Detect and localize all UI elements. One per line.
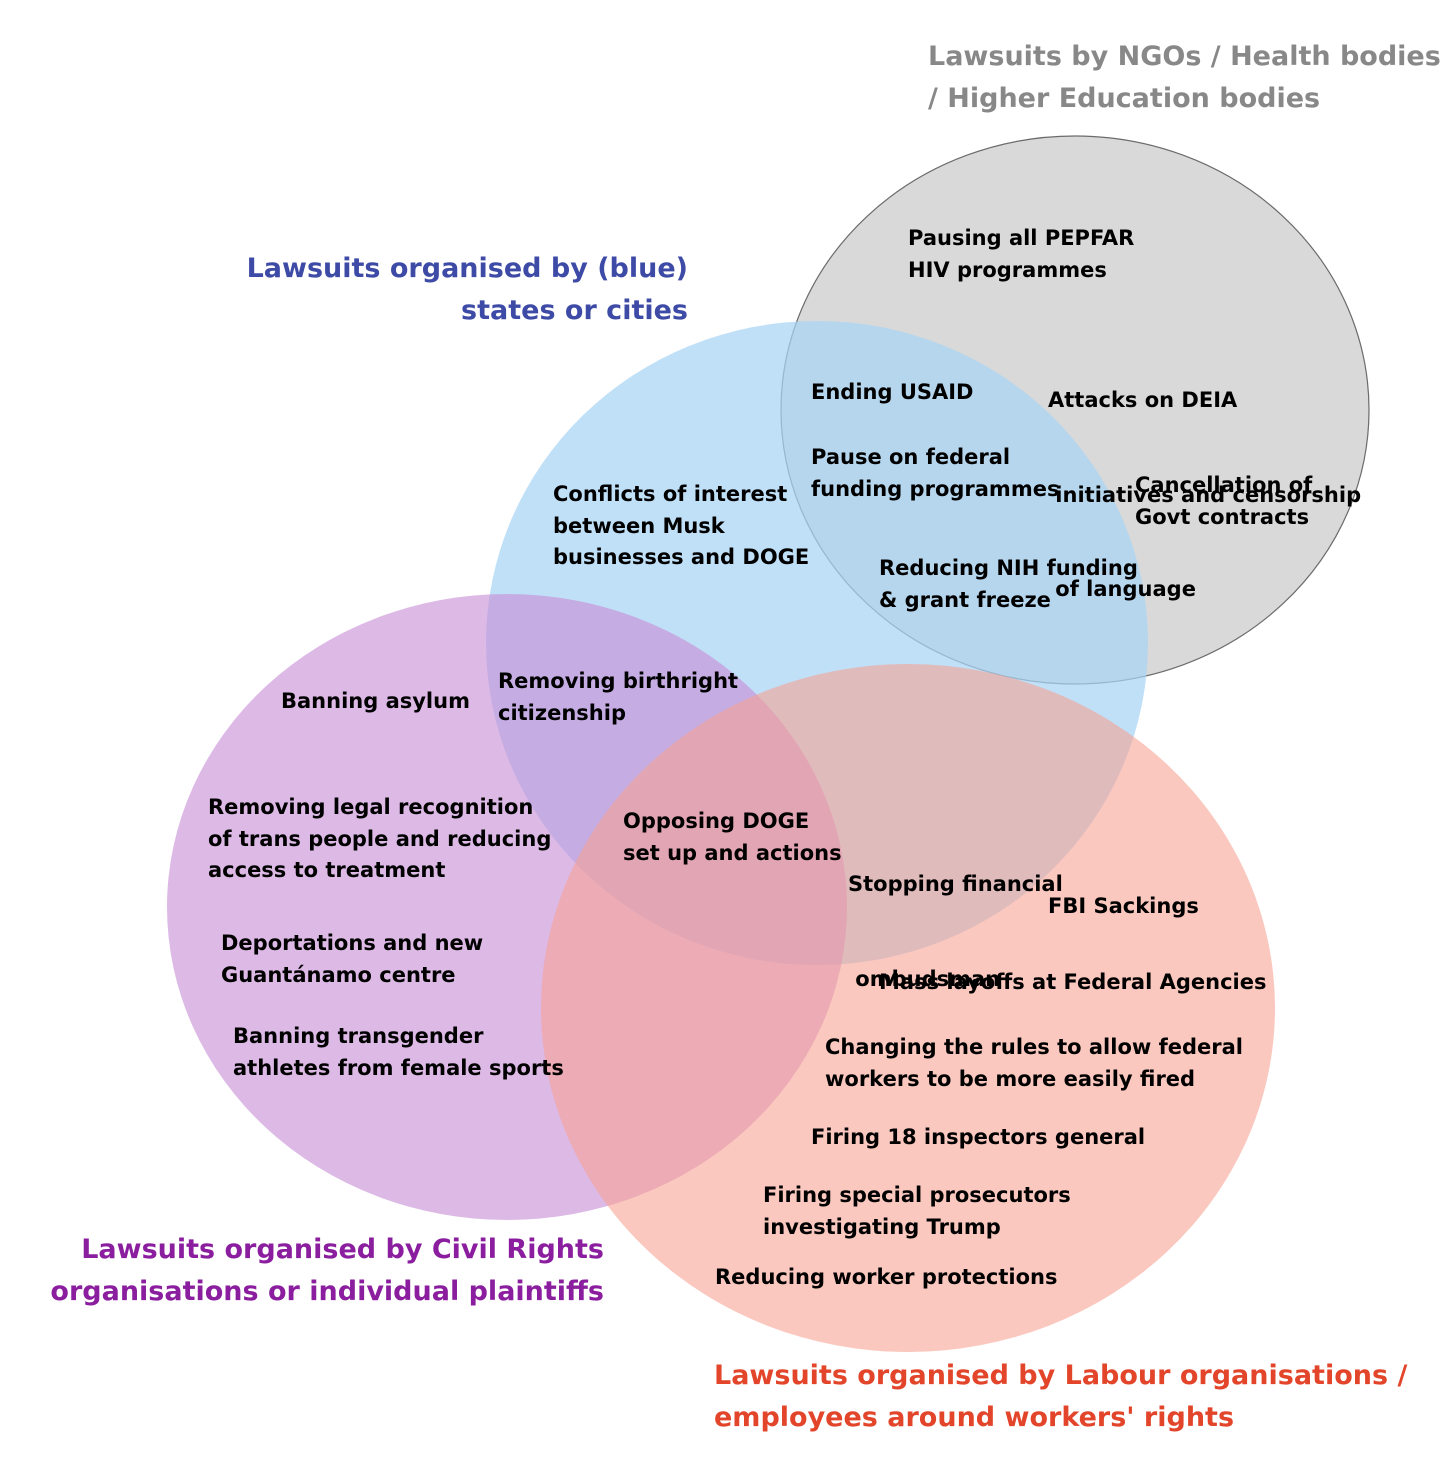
item-line: investigating Trump	[763, 1214, 1001, 1239]
ngo-set-title: Lawsuits by NGOs / Health bodies / Highe…	[928, 36, 1441, 120]
item-pepfar: Pausing all PEPFAR HIV programmes	[908, 223, 1134, 286]
item-line: Ending USAID	[811, 380, 974, 404]
item-line: Pausing all PEPFAR	[908, 226, 1135, 250]
labour-circle	[541, 664, 1275, 1352]
states-title-line: states or cities	[461, 295, 688, 326]
civil-rights-set-title: Lawsuits organised by Civil Rights organ…	[50, 1229, 604, 1313]
item-ombudsman: Stopping financial ombudsman	[848, 806, 1063, 1058]
item-line: HIV programmes	[908, 257, 1107, 282]
item-line: Banning transgender	[233, 1024, 484, 1048]
item-birthright: Removing birthright citizenship	[498, 666, 738, 729]
item-line: Firing 18 inspectors general	[811, 1125, 1146, 1149]
item-line: Stopping financial	[848, 872, 1063, 896]
item-worker-protections: Reducing worker protections	[715, 1262, 1058, 1294]
item-line: Removing birthright	[498, 669, 739, 693]
ngo-title-line: / Higher Education bodies	[928, 83, 1321, 114]
item-line: Govt contracts	[1135, 504, 1310, 529]
item-line: access to treatment	[208, 858, 446, 882]
item-inspectors-general: Firing 18 inspectors general	[811, 1122, 1145, 1154]
item-deportations: Deportations and new Guantánamo centre	[221, 928, 483, 991]
item-line: Mass layoffs at Federal Agencies	[879, 970, 1267, 994]
item-line: of trans people and reducing	[208, 826, 552, 851]
item-line: workers to be more easily fired	[825, 1066, 1196, 1091]
item-federal-funding: Pause on federal funding programmes	[811, 442, 1059, 505]
item-line: Attacks on DEIA	[1048, 388, 1238, 412]
labour-title-line: employees around workers' rights	[714, 1402, 1235, 1433]
item-line: Pause on federal	[811, 445, 1011, 469]
item-line: Removing legal recognition	[208, 795, 534, 819]
item-line: citizenship	[498, 700, 626, 725]
item-special-prosecutors: Firing special prosecutors investigating…	[763, 1180, 1071, 1243]
item-line: set up and actions	[623, 840, 842, 865]
item-line: of language	[1048, 577, 1196, 601]
item-line: Guantánamo centre	[221, 962, 456, 987]
labour-set-title: Lawsuits organised by Labour organisatio…	[714, 1355, 1407, 1439]
item-fired-rules: Changing the rules to allow federal work…	[825, 1032, 1243, 1095]
item-doge: Opposing DOGE set up and actions	[623, 806, 842, 869]
ngo-title-line: Lawsuits by NGOs / Health bodies	[928, 41, 1441, 72]
item-line: Firing special prosecutors	[763, 1183, 1071, 1207]
item-line: funding programmes	[811, 476, 1060, 501]
item-nih: Reducing NIH funding & grant freeze	[879, 553, 1138, 616]
item-line: initiatives and censorship	[1048, 482, 1362, 507]
item-line: Reducing NIH funding	[879, 556, 1138, 580]
item-line: athletes from female sports	[233, 1055, 564, 1080]
item-mass-layoffs: Mass layoffs at Federal Agencies	[879, 967, 1266, 999]
item-line: Changing the rules to allow federal	[825, 1035, 1243, 1059]
item-deia: Attacks on DEIA initiatives and censorsh…	[1048, 322, 1361, 669]
item-line: between Musk	[553, 513, 725, 538]
item-asylum: Banning asylum	[281, 686, 470, 718]
item-line: businesses and DOGE	[553, 545, 810, 569]
item-line: Opposing DOGE	[623, 809, 810, 833]
item-govt-contracts: Cancellation of Govt contracts	[1135, 470, 1312, 533]
civil-title-line: Lawsuits organised by Civil Rights	[81, 1234, 604, 1265]
item-line: ombudsman	[848, 966, 1001, 991]
item-line: Conflicts of interest	[553, 482, 788, 506]
item-usaid: Ending USAID	[811, 377, 974, 409]
states-title-line: Lawsuits organised by (blue)	[246, 253, 688, 284]
item-line: Deportations and new	[221, 931, 484, 955]
item-line: & grant freeze	[879, 587, 1051, 612]
item-fbi-sackings: FBI Sackings	[1048, 891, 1199, 923]
item-musk-conflicts: Conflicts of interest between Musk busin…	[553, 479, 809, 574]
item-line: Reducing worker protections	[715, 1265, 1058, 1289]
states-set-title: Lawsuits organised by (blue) states or c…	[247, 248, 688, 332]
labour-title-line: Lawsuits organised by Labour organisatio…	[714, 1360, 1408, 1391]
item-transgender-athletes: Banning transgender athletes from female…	[233, 1021, 564, 1084]
civil-title-line: organisations or individual plaintiffs	[50, 1276, 604, 1307]
item-line: Banning asylum	[281, 689, 470, 713]
item-trans-recognition: Removing legal recognition of trans peop…	[208, 792, 551, 887]
item-line: FBI Sackings	[1048, 894, 1199, 918]
item-line: Cancellation of	[1135, 473, 1313, 497]
